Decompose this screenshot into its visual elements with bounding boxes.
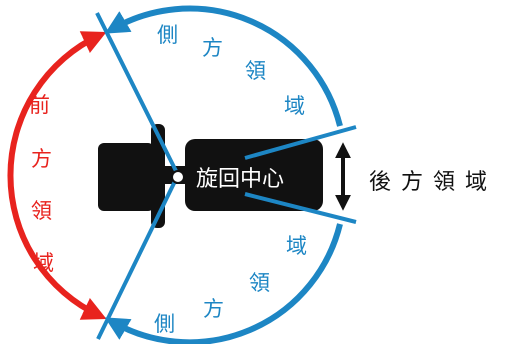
side-zone-top-arc <box>104 5 343 127</box>
side-zone-bottom-char-3: 領 <box>249 271 270 295</box>
side-zone-top-char-2: 方 <box>202 36 223 60</box>
vehicle-rear-body <box>185 139 323 211</box>
side-zone-bottom-char-4: 域 <box>286 234 307 258</box>
side-zone-bottom-char-2: 方 <box>203 297 224 321</box>
vehicle <box>98 124 323 228</box>
vehicle-cab <box>98 143 154 211</box>
front-zone-char-1: 前 <box>29 93 50 117</box>
rear-zone-char-4: 域 <box>465 170 487 195</box>
rear-zone-char-1: 後 <box>369 170 391 195</box>
rotation-center-label: 旋回中心 <box>196 167 284 192</box>
divider-line-front-top <box>95 12 180 176</box>
front-zone-char-4: 域 <box>33 251 54 275</box>
side-zone-bottom-char-1: 側 <box>154 312 175 336</box>
side-zone-top-char-3: 領 <box>245 59 266 83</box>
divider-line-front-bottom <box>96 174 180 340</box>
front-zone-char-3: 領 <box>31 199 52 223</box>
rotation-center-dot <box>171 170 185 184</box>
front-zone-char-2: 方 <box>31 147 52 171</box>
side-zone-top-char-4: 域 <box>284 94 305 118</box>
divider-line-rear-top <box>244 125 357 160</box>
front-zone-arc <box>7 31 107 320</box>
rear-zone-char-3: 領 <box>433 170 455 195</box>
side-zone-bottom-arc <box>104 223 343 344</box>
side-zone-top-char-1: 側 <box>157 23 178 47</box>
divider-line-rear-bottom <box>244 192 357 224</box>
rear-zone-char-2: 方 <box>401 170 423 195</box>
